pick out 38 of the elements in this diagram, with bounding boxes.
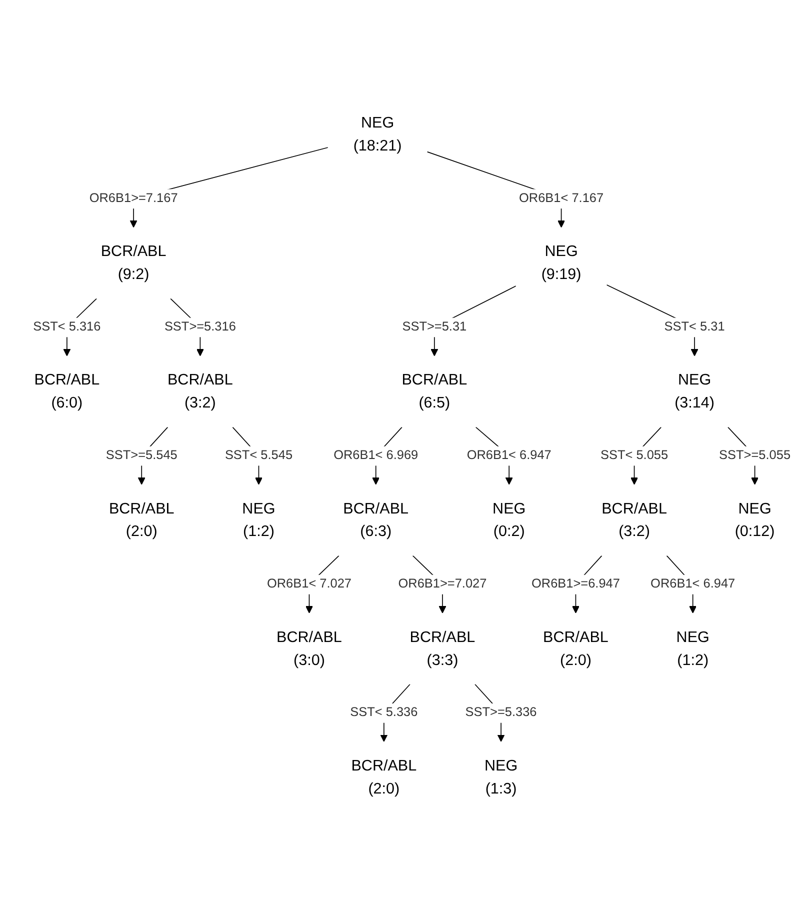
node-text: NEG (1:2) <box>676 628 710 668</box>
node-text: BCR/ABL (6:5) <box>402 371 468 412</box>
node-text: BCR/ABL (9:2) <box>100 242 166 283</box>
edge-label: SST>=5.316 <box>164 320 236 334</box>
edge-label: OR6B1>=6.947 <box>531 576 620 592</box>
edge-label: SST< 5.545 <box>224 448 293 463</box>
edge-label: SST>=5.336 <box>465 705 537 720</box>
node-text: NEG (3:14) <box>674 371 714 412</box>
node-text: NEG (9:19) <box>541 242 582 283</box>
edge-label: OR6B1>=7.027 <box>398 576 487 592</box>
edge-label: OR6B1< 7.167 <box>519 191 604 206</box>
edge-label: SST>=5.055 <box>719 448 791 463</box>
node-text: BCR/ABL (3:2) <box>602 500 667 540</box>
edge-label: SST< 5.055 <box>600 448 668 463</box>
node-text: BCR/ABL (2:0) <box>543 628 608 668</box>
node-text: BCR/ABL (6:0) <box>34 371 100 412</box>
edge-label: SST>=5.31 <box>402 320 467 334</box>
node-text: NEG (0:12) <box>734 500 775 540</box>
node-text: BCR/ABL (3:0) <box>276 628 342 668</box>
node-text: BCR/ABL (3:2) <box>167 371 233 412</box>
node-text: BCR/ABL (6:3) <box>343 500 409 540</box>
node-text: NEG (18:21) <box>353 114 402 154</box>
edge-label: OR6B1< 6.947 <box>466 448 552 463</box>
node-text: NEG (0:2) <box>492 500 526 540</box>
edge-label: SST< 5.336 <box>350 705 418 720</box>
node-text: BCR/ABL (3:3) <box>410 628 476 668</box>
decision-tree-diagram: OR6B1>=7.167 OR6B1< 7.167 SST< 5.316 SST>=5.316 SST>=5.31 SST< 5.31 SST>=5.545 SST< 5.545 OR6B1< 6.969 OR6B1< 6.947 SST< 5.055 SST>=5.055 OR6B1< 7.027 OR6B1>=7.027 OR6B1>=6.947 OR6B1< 6.947 SST< 5.336 SST>=5.336 NEG (18:21) BCR/ABL (9:2) NEG (9:19) BCR/ABL (6:0) BCR/ABL (3:2) BCR/ABL (6:5) NEG (3:14) BCR/ABL (2:0) NEG (1:2) BCR/ABL (6:3) NEG (0:2) BCR/ABL (3:2) NEG (0:12) BCR/ABL (3:0) BCR/ABL (3:3) BCR/ABL (2:0) NEG (1:2) BCR/ABL (2:0) NEG (1:3) <box>2 92 807 820</box>
edge-label: OR6B1< 6.947 <box>650 576 736 592</box>
node-text: BCR/ABL (2:0) <box>351 757 417 797</box>
node-text: BCR/ABL (2:0) <box>108 500 174 540</box>
edge-label: OR6B1< 6.969 <box>334 448 418 463</box>
edge-label: OR6B1< 7.027 <box>266 576 352 592</box>
node-text: NEG (1:2) <box>242 500 276 540</box>
edge-label: SST>=5.545 <box>106 448 178 463</box>
edge-label: SST< 5.31 <box>664 320 725 334</box>
edge-label: SST< 5.316 <box>33 320 101 334</box>
edge-label: OR6B1>=7.167 <box>89 191 178 206</box>
node-text: NEG (1:3) <box>484 757 518 797</box>
